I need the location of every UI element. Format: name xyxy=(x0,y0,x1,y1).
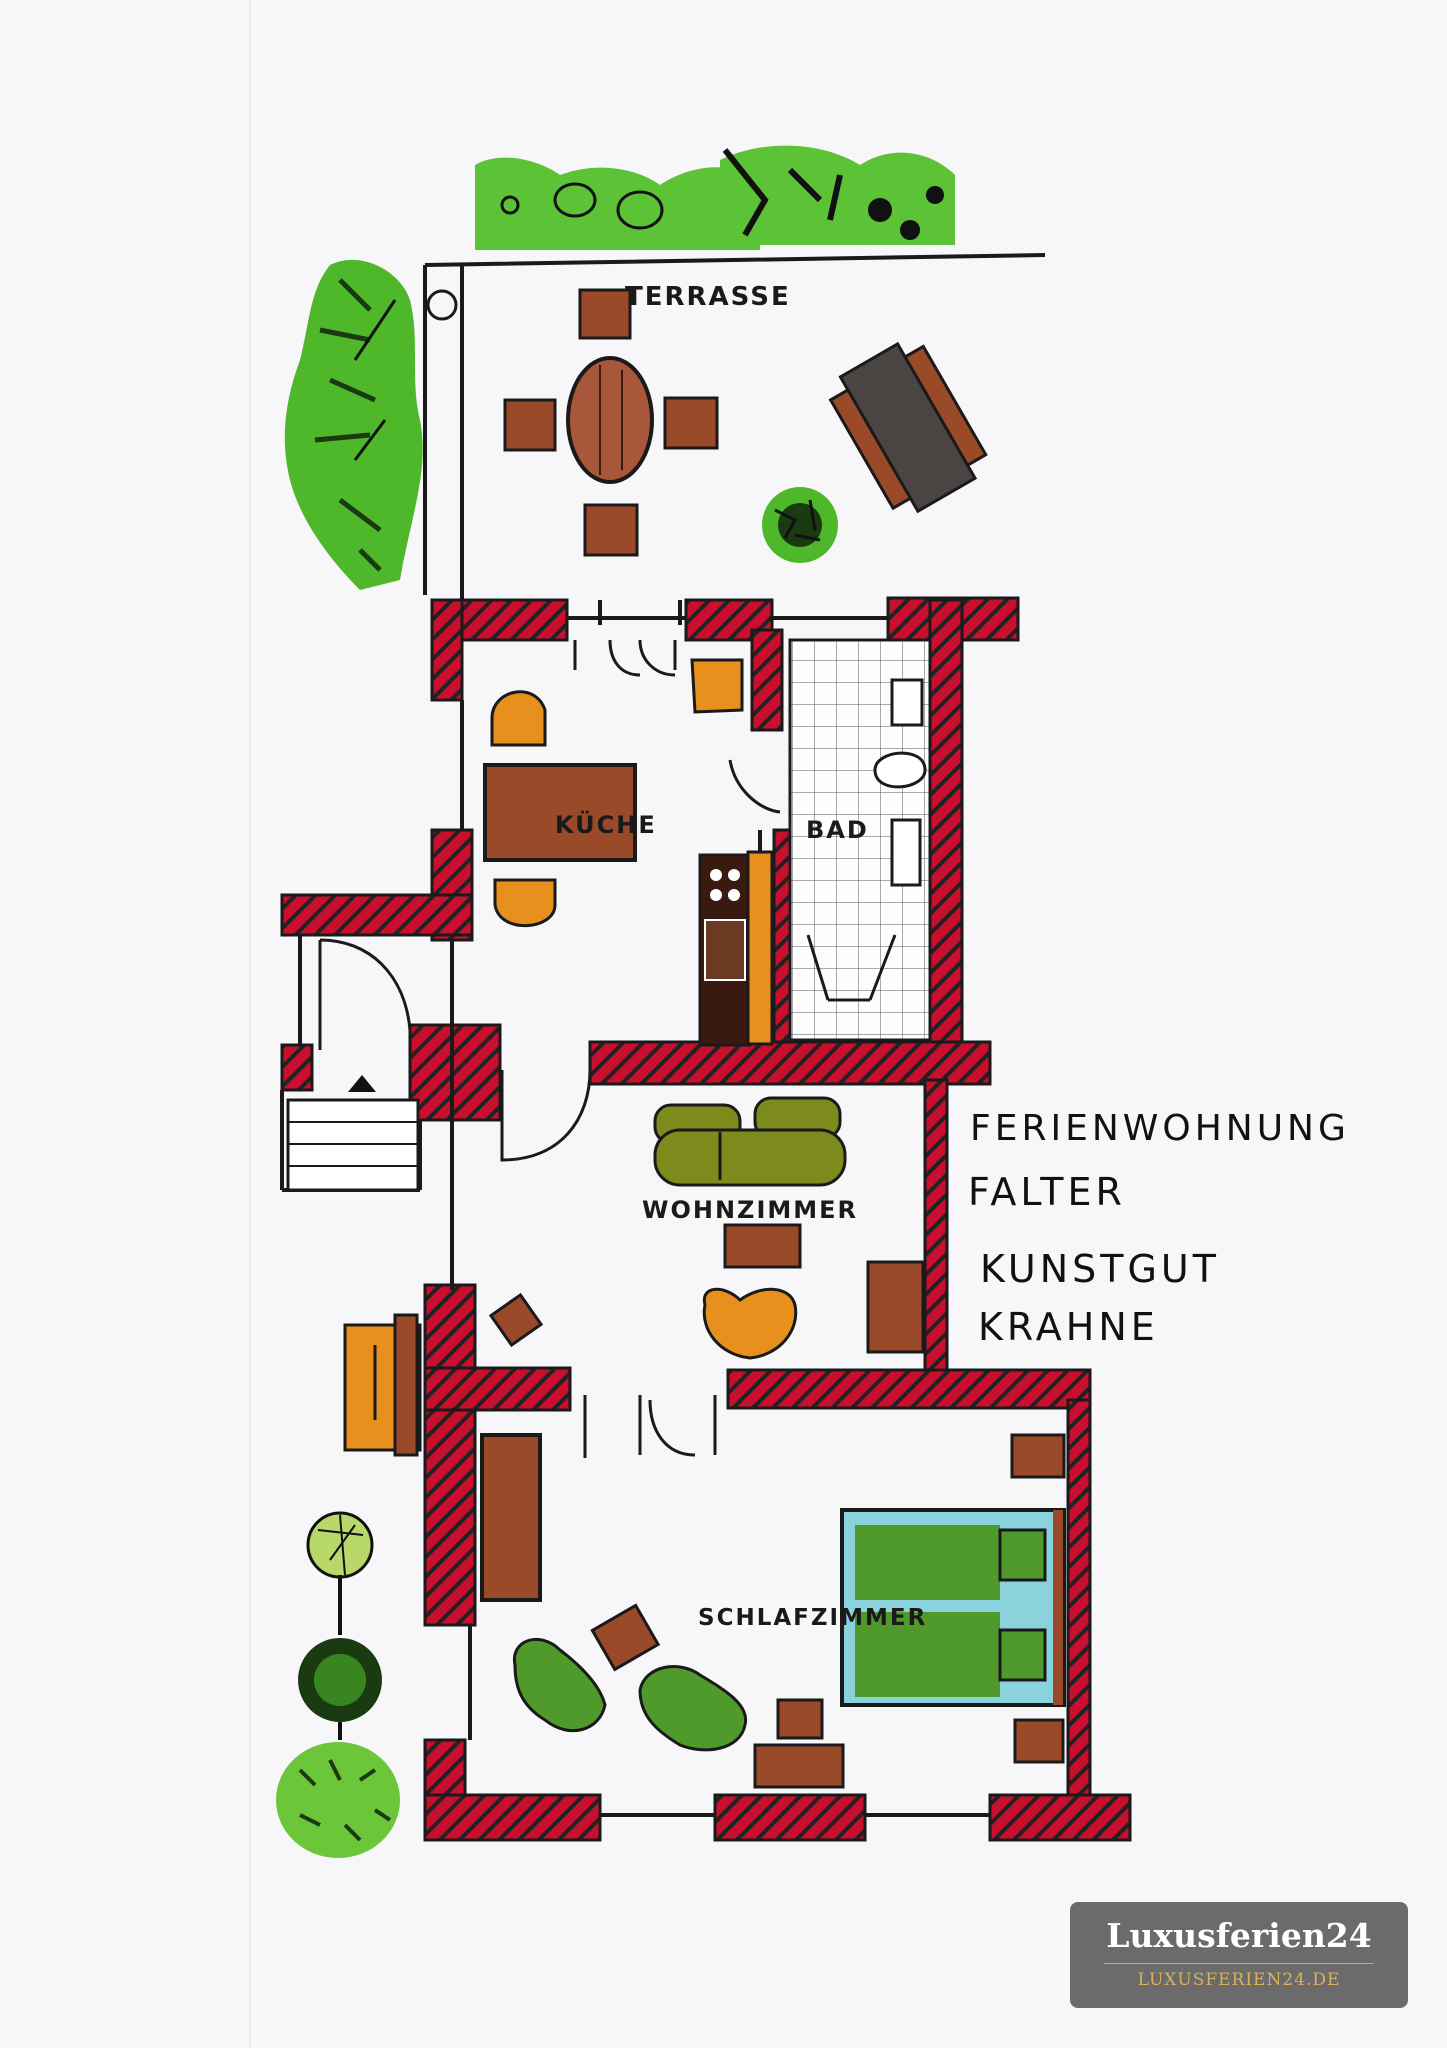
watermark-url: LUXUSFERIEN24.DE xyxy=(1137,1970,1341,1990)
garden-plants xyxy=(276,1511,400,1858)
kitchen-counter xyxy=(698,850,774,1047)
kitchen-table xyxy=(483,763,637,862)
room-label-bad: BAD xyxy=(806,816,869,844)
bathroom xyxy=(788,638,932,1042)
watermark-logo: Luxusferien24 LUXUSFERIEN24.DE xyxy=(1070,1902,1408,2008)
watermark-divider xyxy=(1104,1963,1374,1964)
room-label-kueche: KÜCHE xyxy=(555,809,657,839)
terrace-table xyxy=(566,356,654,484)
watermark-brand: Luxusferien24 xyxy=(1106,1916,1372,1955)
thin-walls xyxy=(280,600,990,1817)
terrace-chair xyxy=(583,503,639,557)
living-table xyxy=(723,1223,802,1269)
room-label-wohnzimmer: WOHNZIMMER xyxy=(642,1196,858,1224)
title-line-krahne: KRAHNE xyxy=(978,1305,1159,1349)
kitchen xyxy=(483,639,781,1047)
living-armchair xyxy=(702,1287,798,1360)
terrace-chair xyxy=(503,398,557,452)
climbing-plant xyxy=(284,259,423,590)
terrace-area xyxy=(423,253,1046,600)
living-cabinet xyxy=(866,1260,925,1354)
living-room xyxy=(343,1069,925,1457)
walls xyxy=(280,596,1132,1842)
double-bed xyxy=(840,1508,1066,1707)
room-label-terrasse: TERRASSE xyxy=(625,282,791,312)
bedroom xyxy=(480,1395,1066,1789)
title-line-ferienwohnung: FERIENWOHNUNG xyxy=(970,1108,1350,1149)
bedroom-wardrobe xyxy=(480,1433,542,1602)
title-line-kunstgut: KUNSTGUT xyxy=(980,1247,1220,1291)
terrace-chair xyxy=(663,396,719,450)
title-line-falter: FALTER xyxy=(968,1170,1126,1214)
bedroom-armchair xyxy=(638,1665,748,1752)
bedroom-armchair xyxy=(513,1637,607,1733)
terrace-chair xyxy=(578,288,632,340)
terrace-lounger xyxy=(828,341,988,514)
hedge-plants xyxy=(475,145,955,250)
room-label-schlafzimmer: SCHLAFZIMMER xyxy=(698,1605,927,1631)
entry-stairs xyxy=(286,938,420,1192)
living-sofa xyxy=(653,1096,847,1187)
plan-title: FERIENWOHNUNG FALTER KUNSTGUT KRAHNE xyxy=(968,1108,1350,1349)
hall-wardrobe xyxy=(343,1313,422,1457)
terrace-potted-plant xyxy=(762,487,838,563)
